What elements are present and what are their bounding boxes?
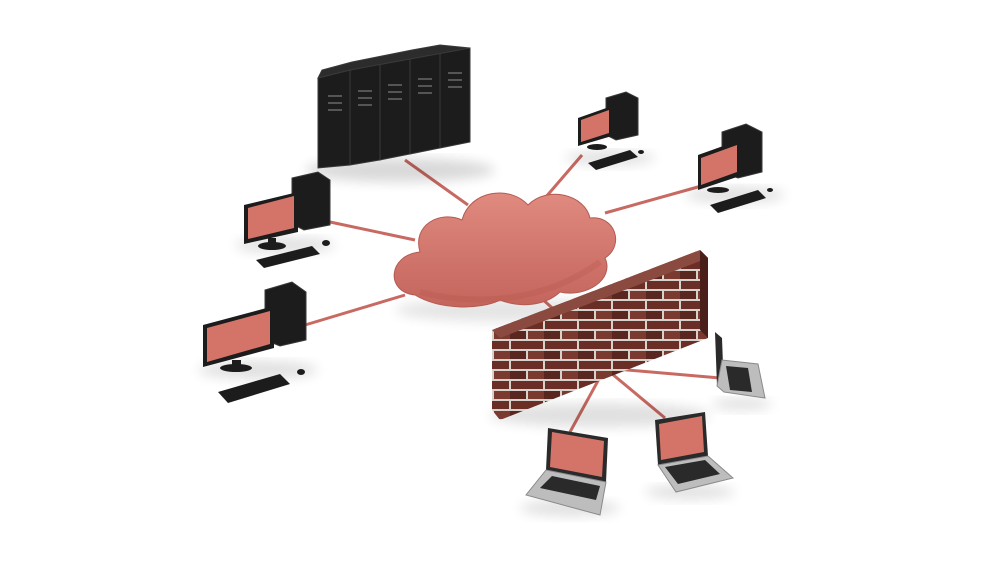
server-rack-icon: [305, 44, 495, 182]
laptop-icon: [520, 428, 620, 516]
desktop-computer-icon: [685, 123, 785, 213]
laptop-icon: [712, 332, 772, 410]
desktop-computer-icon: [198, 281, 318, 403]
cable-desktop-left-bottom: [304, 293, 406, 327]
desktop-computer-icon: [565, 91, 655, 170]
desktop-computer-icon: [235, 171, 335, 268]
firewall-icon: [490, 250, 710, 427]
laptop-icon: [645, 412, 735, 499]
cable-desktop-right-mid: [604, 183, 706, 215]
cable-desktop-left-top: [329, 220, 416, 242]
